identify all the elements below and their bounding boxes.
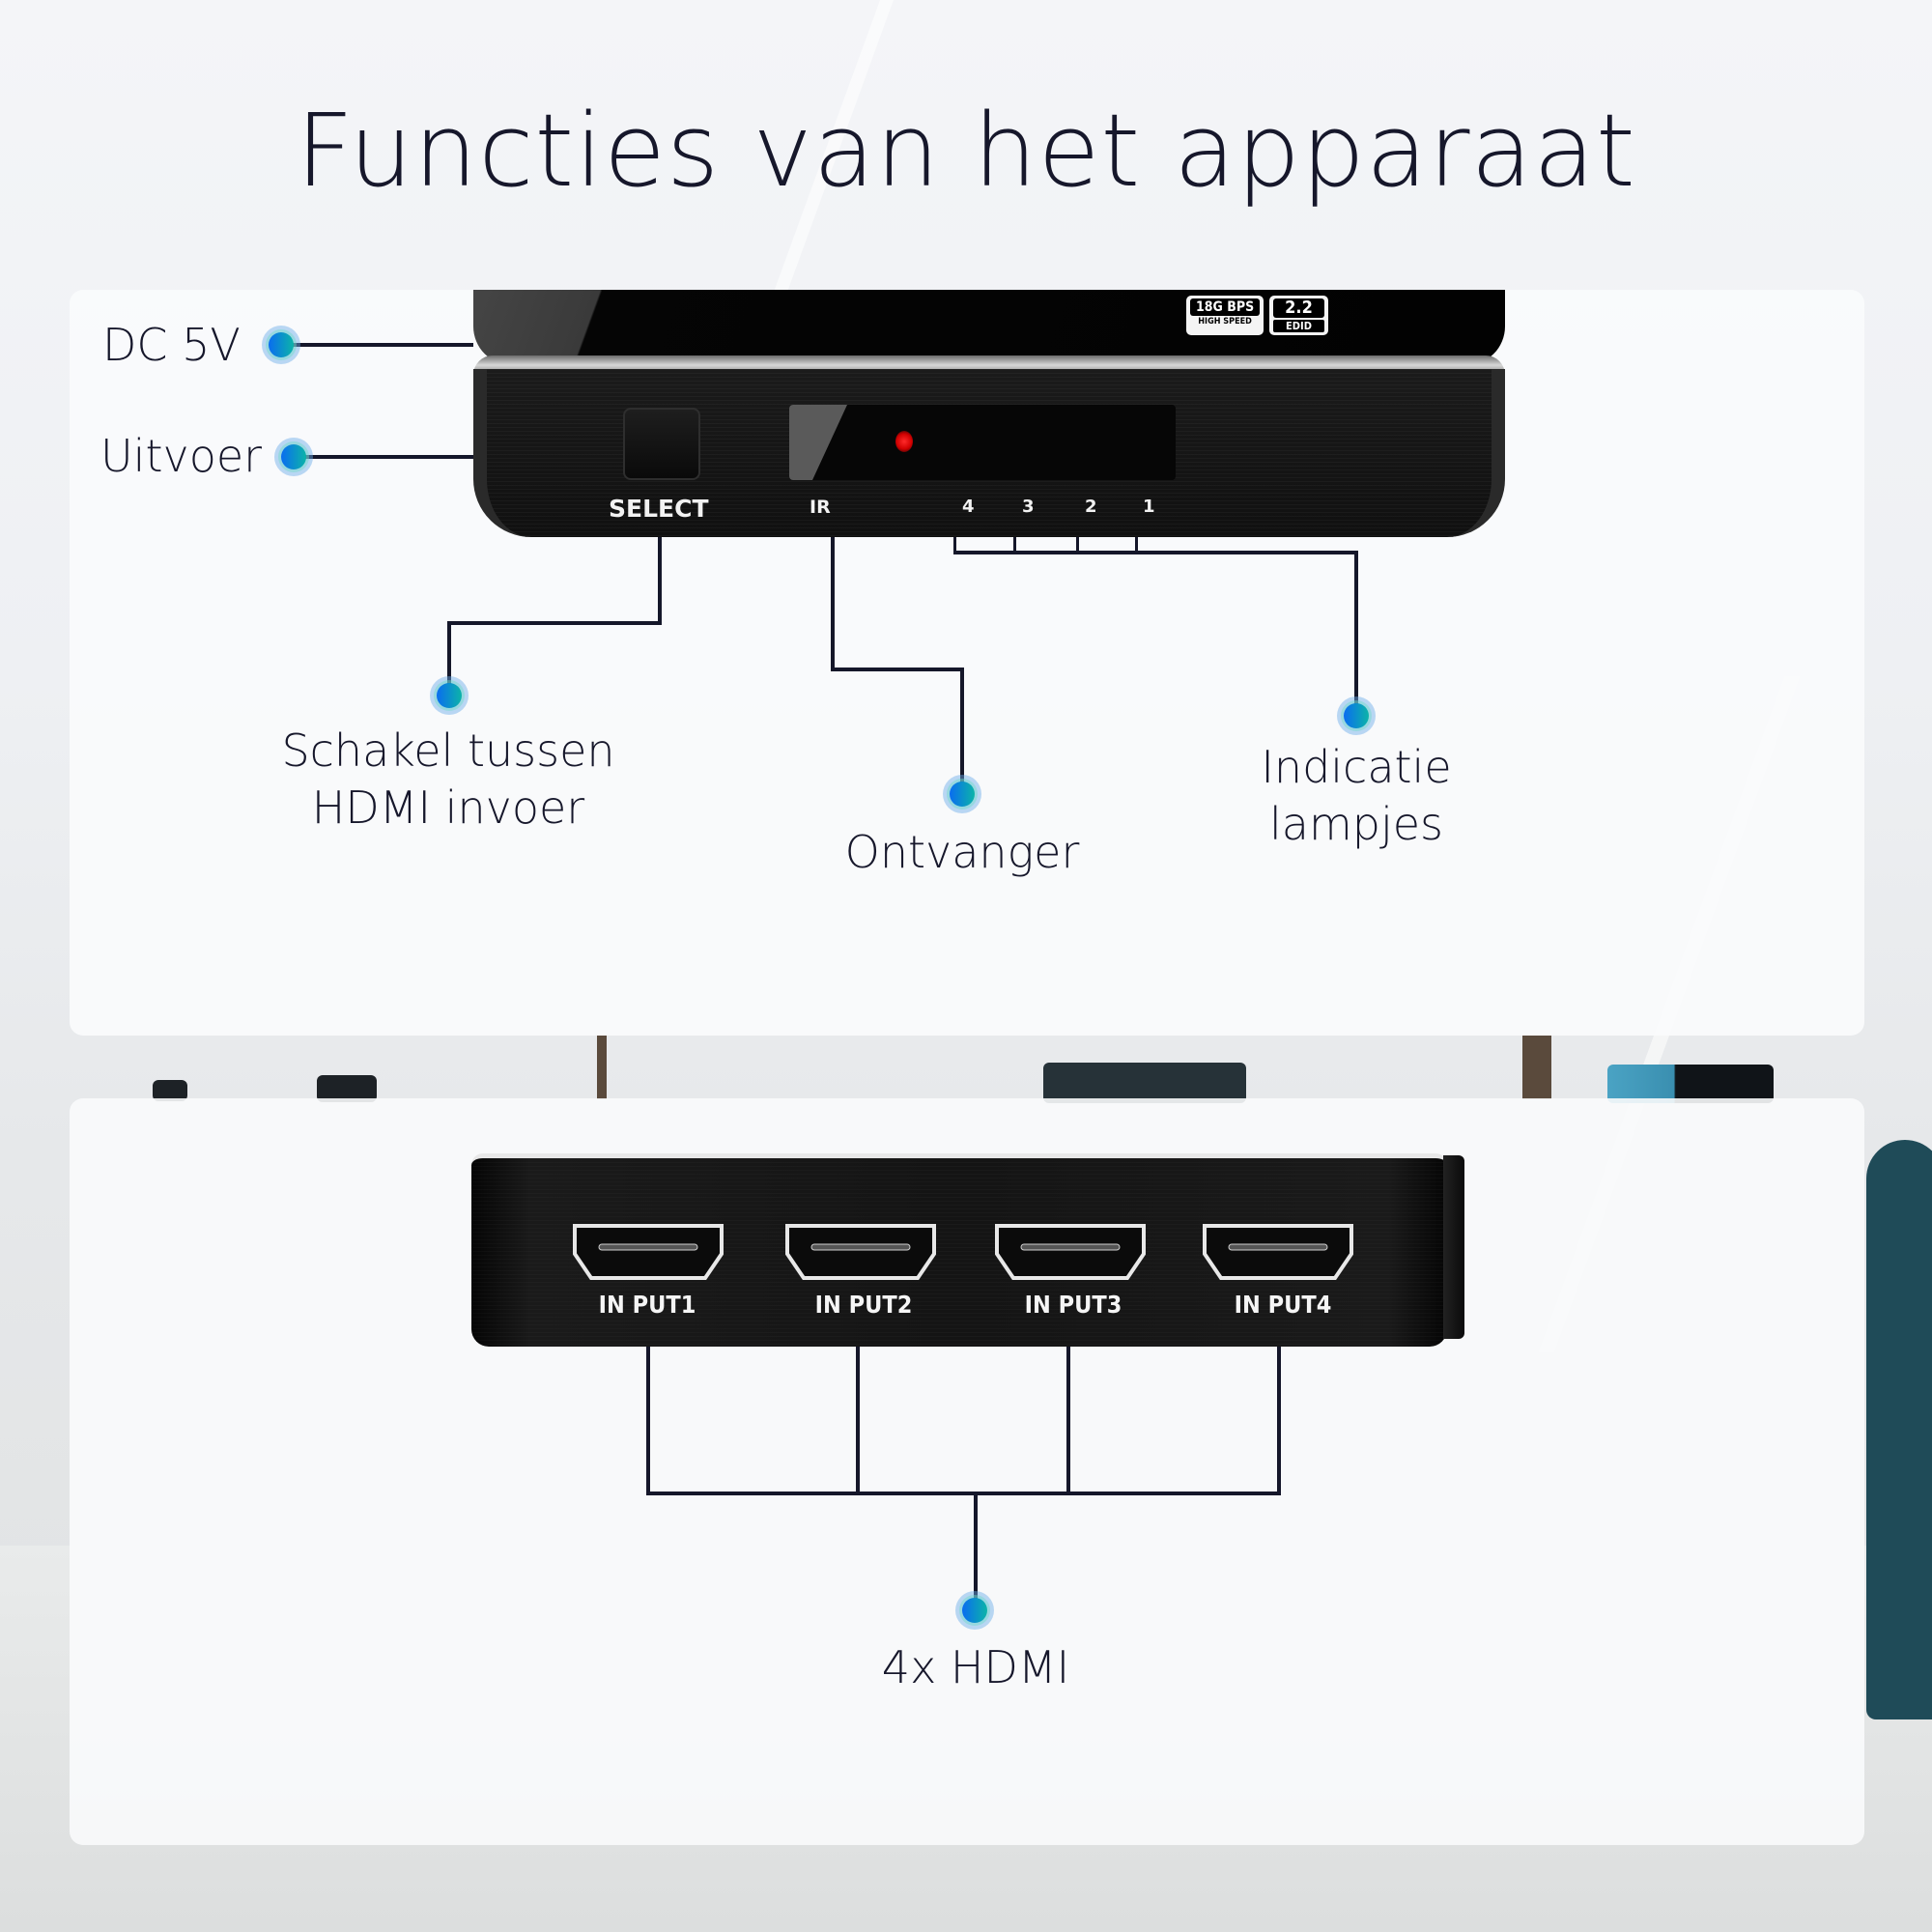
status-led-icon [895, 431, 913, 452]
connector-led [1135, 537, 1138, 553]
port-label-2: IN PUT2 [814, 1291, 913, 1319]
ir-receiver-window [789, 405, 1176, 480]
device-lid: 18G BPS HIGH SPEED 2.2 EDID [473, 290, 1505, 365]
led-label-4: 4 [962, 497, 975, 517]
port-label-1: IN PUT1 [598, 1291, 696, 1319]
hdmi-switch-front-view: 18G BPS HIGH SPEED 2.2 EDID SELECT IR 4 … [473, 290, 1505, 537]
led-label-3: 3 [1022, 497, 1035, 517]
hdmi-port-icon [784, 1223, 937, 1281]
window-glare [789, 405, 847, 480]
port-label-3: IN PUT3 [1024, 1291, 1122, 1319]
callout-dot-icon [274, 438, 313, 476]
callout-hdmi-label: 4x HDMI [881, 1641, 1070, 1693]
hdmi-port-icon [572, 1223, 724, 1281]
connector-select [658, 537, 662, 624]
callout-indicator-label: Indicatie lampjes [1211, 739, 1501, 853]
connector-select [447, 621, 451, 694]
callout-switch-label: Schakel tussen HDMI invoer [255, 723, 641, 837]
device-front-face: SELECT IR 4 3 2 1 [473, 369, 1505, 537]
connector-led [953, 551, 1358, 554]
led-label-1: 1 [1143, 497, 1155, 517]
ir-label: IR [810, 497, 831, 518]
callout-line: Indicatie [1261, 741, 1452, 793]
led-label-2: 2 [1085, 497, 1097, 517]
connector-port2 [856, 1347, 860, 1495]
bg-pillar [1522, 1036, 1551, 1099]
hdmi-switch-rear-view: IN PUT1 IN PUT2 IN PUT3 IN PUT4 [471, 1153, 1464, 1347]
page-title: Functies van het apparaat [296, 92, 1636, 210]
callout-output-label: Uitvoer [100, 430, 263, 482]
callout-dot-icon [955, 1591, 994, 1630]
connector-port4 [1277, 1347, 1281, 1495]
connector-ir [960, 668, 964, 791]
spec-badges: 18G BPS HIGH SPEED 2.2 EDID [1186, 296, 1328, 335]
edid-badge: 2.2 EDID [1269, 296, 1328, 335]
callout-dot-icon [430, 676, 469, 715]
device-side [1443, 1155, 1464, 1339]
callout-dot-icon [943, 775, 981, 813]
bg-chair [1866, 1140, 1932, 1719]
callout-receiver-label: Ontvanger [844, 826, 1080, 878]
badge-sub-text: HIGH SPEED [1198, 317, 1252, 327]
callout-dc-label: DC 5V [102, 319, 241, 371]
connector-ir [831, 668, 964, 671]
callout-line: HDMI invoer [311, 781, 585, 834]
select-button[interactable] [623, 408, 700, 480]
connector-led [953, 537, 956, 553]
select-label: SELECT [609, 495, 709, 523]
connector-led [1013, 537, 1016, 553]
bandwidth-badge: 18G BPS HIGH SPEED [1186, 296, 1264, 335]
callout-line: Schakel tussen [281, 724, 615, 777]
bg-monitor [317, 1075, 377, 1102]
connector-ir [831, 537, 835, 670]
connector-output [298, 455, 473, 459]
bg-pillar [597, 1036, 607, 1099]
badge-main-text: 2.2 [1273, 298, 1324, 318]
connector-hdmi-main [974, 1492, 978, 1607]
bg-monitor [1607, 1065, 1774, 1103]
badge-sub-text: EDID [1273, 320, 1324, 332]
callout-dot-icon [1337, 696, 1376, 735]
callout-dot-icon [262, 326, 300, 364]
hdmi-port-icon [1202, 1223, 1354, 1281]
connector-led [1354, 551, 1358, 715]
connector-dc [290, 343, 473, 347]
connector-port1 [646, 1347, 650, 1495]
port-label-4: IN PUT4 [1234, 1291, 1332, 1319]
callout-line: lampjes [1268, 797, 1444, 850]
hdmi-port-icon [994, 1223, 1147, 1281]
connector-select [447, 621, 662, 625]
connector-led [1076, 537, 1079, 553]
bg-monitor [153, 1080, 187, 1101]
bg-monitor [1043, 1063, 1246, 1103]
badge-main-text: 18G BPS [1190, 298, 1261, 316]
connector-port3 [1066, 1347, 1070, 1495]
connector-ports-bus [646, 1492, 1281, 1495]
